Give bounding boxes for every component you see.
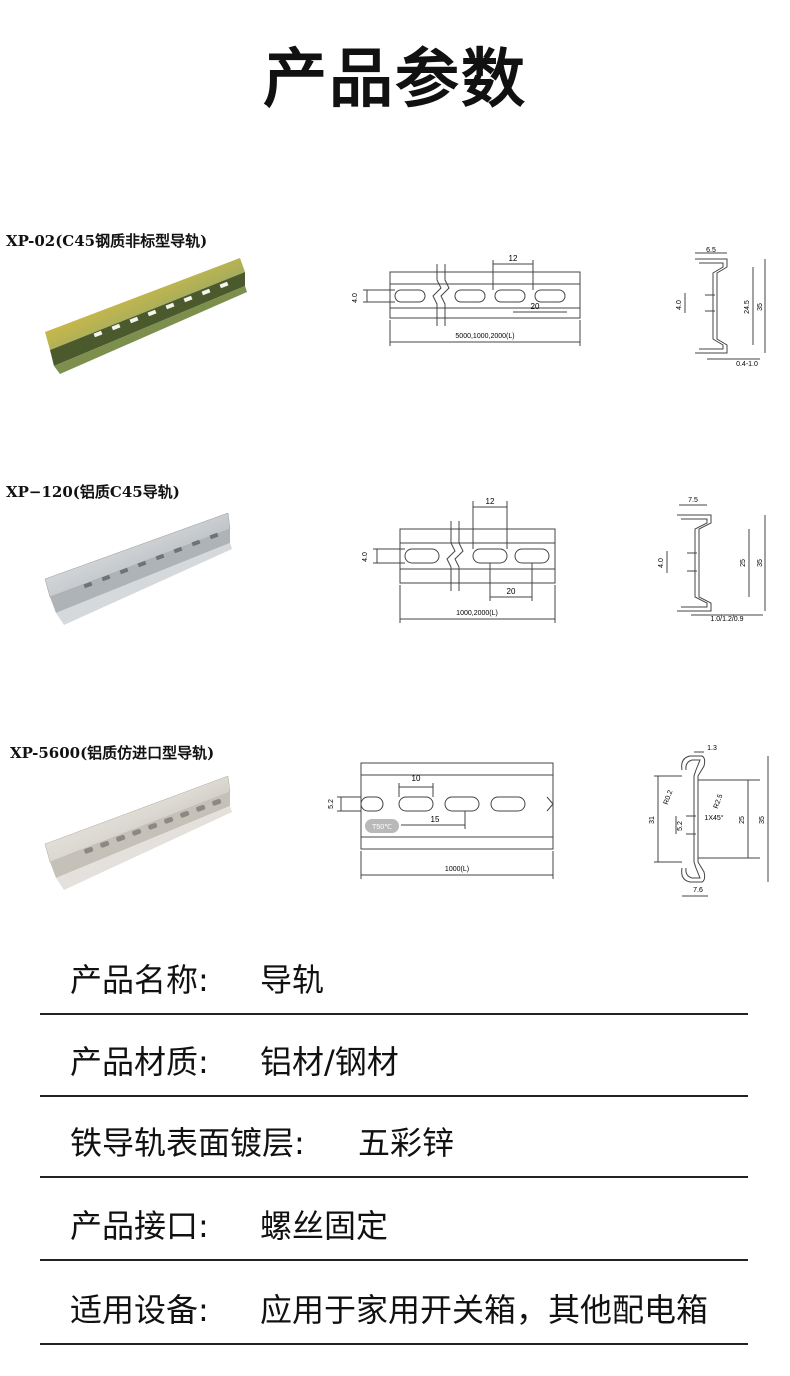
dim-pitch: 12 <box>509 254 518 263</box>
dim-length: 1000,2000(L) <box>456 610 498 617</box>
dim-length: 5000,1000,2000(L) <box>455 333 514 340</box>
dim-slot: 4.0 <box>676 300 683 310</box>
front-view-drawing: 12 20 4.0 1000,2000(L) <box>362 497 556 623</box>
dim-thickness: 0.4-1.0 <box>736 361 758 368</box>
product-xp-02: XP-02(C45钢质非标型导轨) <box>0 220 790 390</box>
dim-total: 35 <box>757 303 764 311</box>
steel-rail-photo <box>45 258 247 374</box>
dim-outer: 31 <box>649 816 656 824</box>
dim-height: 4.0 <box>362 552 369 562</box>
profile-drawing: 6.5 4.0 24.5 35 0.4-1.0 <box>676 247 766 368</box>
spec-key: 产品接口: <box>70 1207 209 1245</box>
spec-value: 导轨 <box>260 961 325 999</box>
dim-chamfer: 1X45° <box>704 814 723 822</box>
dim-spacing: 15 <box>431 815 440 824</box>
dim-top: 7.5 <box>688 497 698 504</box>
aluminium-rail-photo <box>44 775 232 890</box>
badge-text: T50℃ <box>372 824 392 831</box>
dim-spacing: 20 <box>507 587 516 596</box>
dim-total: 35 <box>757 559 764 567</box>
spec-value: 五彩锌 <box>358 1124 455 1162</box>
dim-pitch: 12 <box>486 497 495 506</box>
front-view-drawing: 12 20 4.0 5000,1000,2000(L) <box>352 254 581 346</box>
dim-bottom: 7.6 <box>693 887 703 894</box>
dim-inner: 24.5 <box>744 300 751 314</box>
dim-inner: 25 <box>740 559 747 567</box>
dim-thickness: 1.0/1.2/0.9 <box>710 616 743 623</box>
spec-value: 应用于家用开关箱，其他配电箱 <box>260 1291 709 1329</box>
spec-key: 产品名称: <box>70 961 209 999</box>
dim-total: 35 <box>759 816 766 824</box>
spec-value: 铝材/钢材 <box>260 1043 399 1081</box>
dim-slot: 5.2 <box>677 821 684 831</box>
product-xp-120: XP−120(铝质C45导轨) <box>0 475 790 645</box>
dim-height: 5.2 <box>328 799 335 809</box>
temperature-badge <box>365 819 399 833</box>
page-title: 产品参数 <box>263 43 527 117</box>
dim-pitch: 10 <box>412 774 421 783</box>
product-label: XP-5600(铝质仿进口型导轨) <box>10 744 215 762</box>
dim-slot: 4.0 <box>658 558 665 568</box>
spec-value: 螺丝固定 <box>260 1207 389 1245</box>
profile-drawing: 7.5 4.0 25 35 1.0/1.2/0.9 <box>658 497 766 623</box>
dim-top: 1.3 <box>707 745 717 752</box>
spec-key: 产品材质: <box>70 1043 209 1081</box>
dim-radius-1: R0.2 <box>663 789 675 805</box>
profile-drawing: 1.3 R0.2 R2.5 1X45° 31 5.2 25 35 7.6 <box>649 745 769 897</box>
spec-key: 适用设备: <box>70 1291 209 1329</box>
spec-row-coating: 铁导轨表面镀层: 五彩锌 <box>40 1096 748 1178</box>
dim-radius-2: R2.5 <box>713 793 725 809</box>
aluminium-rail-photo <box>44 512 232 625</box>
product-label: XP-02(C45钢质非标型导轨) <box>6 232 208 250</box>
dim-height: 4.0 <box>352 293 359 303</box>
spec-row-interface: 产品接口: 螺丝固定 <box>40 1179 748 1261</box>
spec-row-application: 适用设备: 应用于家用开关箱，其他配电箱 <box>40 1263 748 1345</box>
spec-key: 铁导轨表面镀层: <box>70 1124 305 1162</box>
spec-row-material: 产品材质: 铝材/钢材 <box>40 1015 748 1097</box>
product-label: XP−120(铝质C45导轨) <box>6 483 180 501</box>
spec-row-name: 产品名称: 导轨 <box>40 933 748 1015</box>
front-view-drawing: T50℃ 10 15 5.2 1000(L) <box>328 762 554 879</box>
product-xp-5600: XP-5600(铝质仿进口型导轨) <box>0 732 790 902</box>
dim-top: 6.5 <box>706 247 716 254</box>
dim-length: 1000(L) <box>445 866 469 873</box>
dim-spacing: 20 <box>531 302 540 311</box>
dim-inner: 25 <box>739 816 746 824</box>
